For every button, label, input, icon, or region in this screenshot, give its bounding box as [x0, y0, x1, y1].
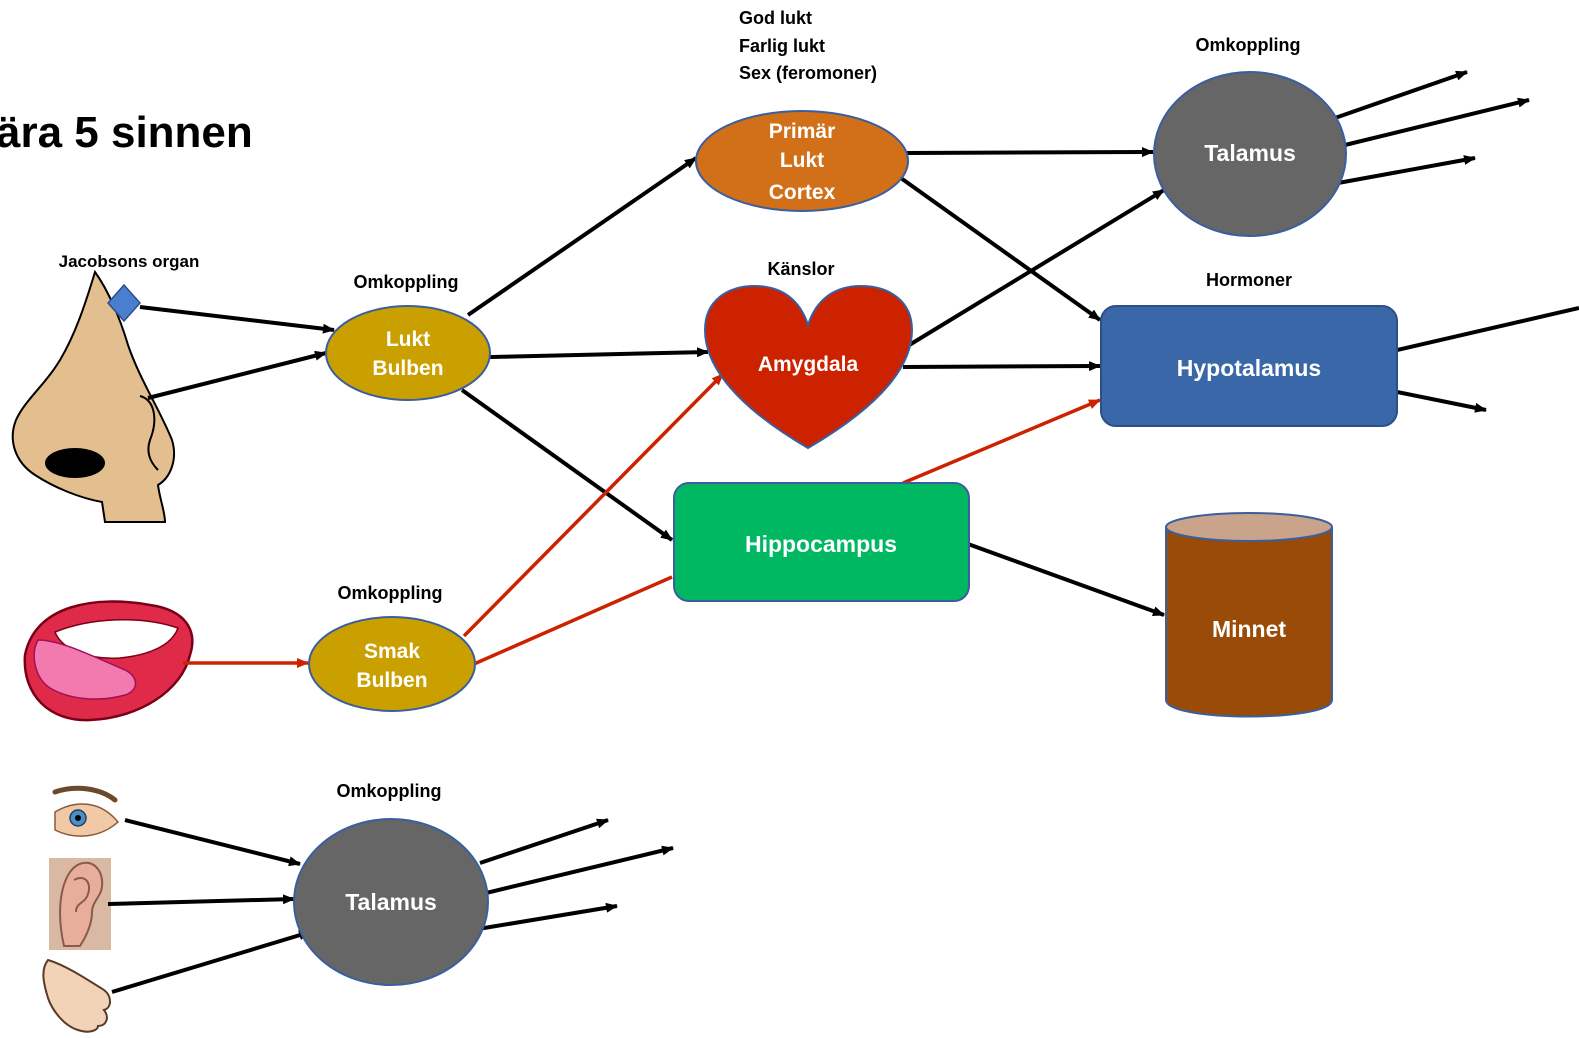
- talamus-top-label: Talamus: [1204, 140, 1296, 166]
- hand-icon: [42, 958, 111, 1033]
- eye-icon: [52, 785, 120, 837]
- mouth-icon: [23, 600, 194, 722]
- connectors-red: [183, 372, 1101, 668]
- hormoner-caption: Hormoner: [1206, 270, 1292, 290]
- talamus-bottom-label: Talamus: [345, 889, 437, 915]
- cortex-label-1: Primär: [769, 120, 836, 143]
- cortex-note-farlig-lukt: Farlig lukt: [739, 36, 825, 56]
- node-primar-lukt-cortex: Primär Lukt Cortex: [695, 110, 909, 212]
- node-talamus-top: Talamus: [1153, 71, 1347, 237]
- smak-bulben-label-1: Smak: [364, 640, 420, 663]
- node-talamus-bottom: Talamus: [293, 818, 489, 986]
- kanslor-caption: Känslor: [767, 259, 834, 279]
- lukt-bulben-label-1: Lukt: [386, 328, 430, 351]
- amygdala-label: Amygdala: [758, 353, 859, 376]
- node-smak-bulben: Smak Bulben: [308, 616, 476, 712]
- jacobsons-organ-caption: Jacobsons organ: [59, 252, 200, 271]
- ear-icon: [49, 858, 111, 950]
- hippocampus-label: Hippocampus: [745, 531, 897, 557]
- node-minnet: Minnet: [1165, 512, 1333, 718]
- cortex-note-sex: Sex (feromoner): [739, 63, 877, 83]
- omkoppling-talamus-bottom-caption: Omkoppling: [337, 781, 442, 801]
- minnet-label: Minnet: [1212, 616, 1286, 642]
- connectors-black: [107, 70, 1579, 994]
- omkoppling-smak-caption: Omkoppling: [338, 583, 443, 603]
- nose-icon: [11, 269, 176, 523]
- node-hippocampus: Hippocampus: [673, 482, 970, 602]
- smak-bulben-label-2: Bulben: [356, 669, 427, 692]
- node-amygdala: Amygdala: [703, 284, 914, 450]
- node-hypotalamus: Hypotalamus: [1100, 305, 1398, 427]
- page-title: ära 5 sinnen: [0, 108, 253, 157]
- lukt-bulben-label-2: Bulben: [372, 357, 443, 380]
- cortex-note-god-lukt: God lukt: [739, 8, 812, 28]
- hypotalamus-label: Hypotalamus: [1177, 355, 1321, 381]
- cortex-label-2: Lukt: [780, 149, 824, 172]
- jacobson-marker: [106, 283, 142, 323]
- omkoppling-talamus-top-caption: Omkoppling: [1196, 35, 1301, 55]
- cortex-label-3: Cortex: [769, 181, 836, 204]
- omkoppling-lukt-caption: Omkoppling: [354, 272, 459, 292]
- node-lukt-bulben: Lukt Bulben: [325, 305, 491, 401]
